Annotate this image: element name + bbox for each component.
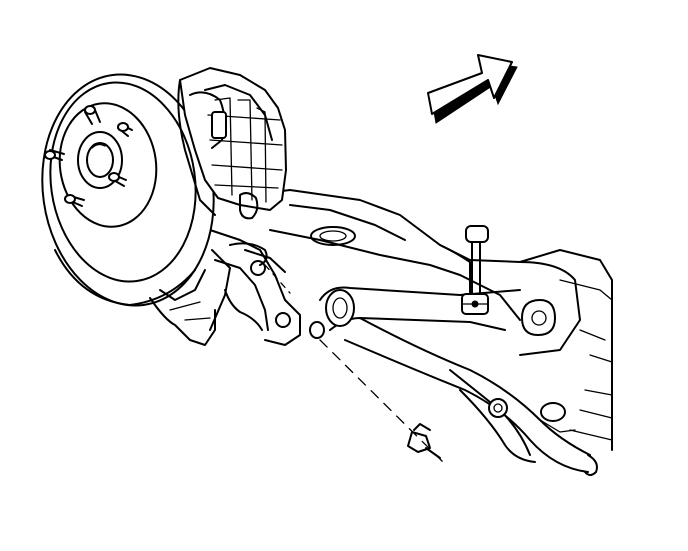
direction-arrow-icon [427, 54, 518, 124]
mounting-bracket [209, 229, 301, 346]
lower-arm [449, 369, 576, 463]
brake-caliper [177, 67, 287, 220]
stabilizer-link [461, 225, 489, 315]
wheel-stud-icon [44, 105, 133, 207]
fastener-icon [264, 264, 448, 467]
axle-housing [249, 189, 613, 451]
wheel-hub [58, 102, 158, 228]
